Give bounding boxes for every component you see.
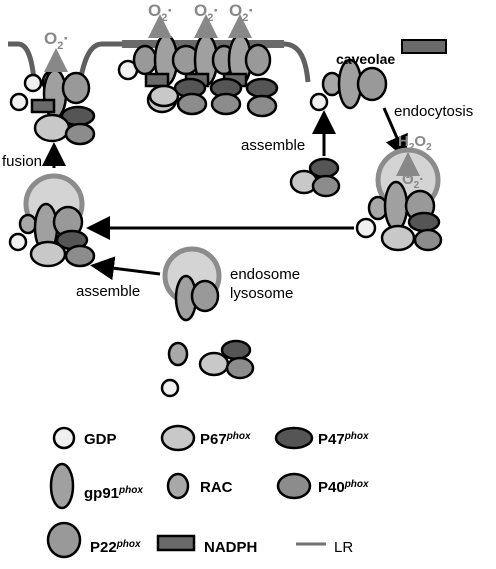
svg-text:P40phox: P40phox [318,479,369,496]
svg-text:P67phox: P67phox [200,431,251,448]
endosome-vesicle [162,246,222,322]
complex-top-middle [117,33,279,118]
fusion-label: fusion [2,153,42,170]
svg-text:gp91phox: gp91phox [84,485,143,502]
svg-text:O2·: O2· [194,1,219,24]
legend-p67: P67phox [160,424,251,452]
svg-text:NADPH: NADPH [204,539,257,556]
legend-gdp: GDP [52,426,117,450]
svg-text:O2·: O2· [402,171,424,191]
legend-p40: P40phox [276,472,369,500]
free-subunits [160,339,255,398]
vesicle-right: O2· [355,147,443,252]
legend-gp91: gp91phox [49,462,143,510]
assemble-label-right: assemble [241,137,305,154]
caveolae-label: caveolae [336,51,395,67]
svg-text:P47phox: P47phox [318,431,369,448]
o2-left: O2· [44,29,69,72]
svg-text:O2·: O2· [229,1,254,24]
endocytosis-label: endocytosis [394,103,473,120]
vesicle-left [8,173,96,268]
legend: GDP P67phox P47phox gp91phox RAC P40phox… [46,424,369,559]
svg-text:O2·: O2· [44,29,69,52]
complex-left-membrane [9,68,96,146]
legend-p22: P22phox [46,521,141,559]
o2-top: O2· O2· O2· [148,1,254,38]
svg-text:O2·: O2· [148,1,173,24]
svg-text:RAC: RAC [200,479,233,496]
svg-text:GDP: GDP [84,431,117,448]
legend-rac: RAC [166,472,233,500]
complex-caveolae [309,58,388,112]
svg-text:LR: LR [334,539,353,556]
assemble-arrow-left [90,256,161,281]
nadph-bar-top [401,39,447,54]
endocytosis-arrow [382,107,408,160]
assemble-label-left: assemble [76,283,140,300]
h2o2-label: H2O2 [398,133,432,153]
legend-nadph: NADPH [156,534,257,556]
cytosolic-complex-right [289,157,341,198]
endosome-label: endosome [230,266,300,283]
lysosome-label: lysosome [230,285,293,302]
svg-text:P22phox: P22phox [90,539,141,556]
legend-p47: P47phox [274,426,369,450]
legend-lr: LR [296,539,353,556]
